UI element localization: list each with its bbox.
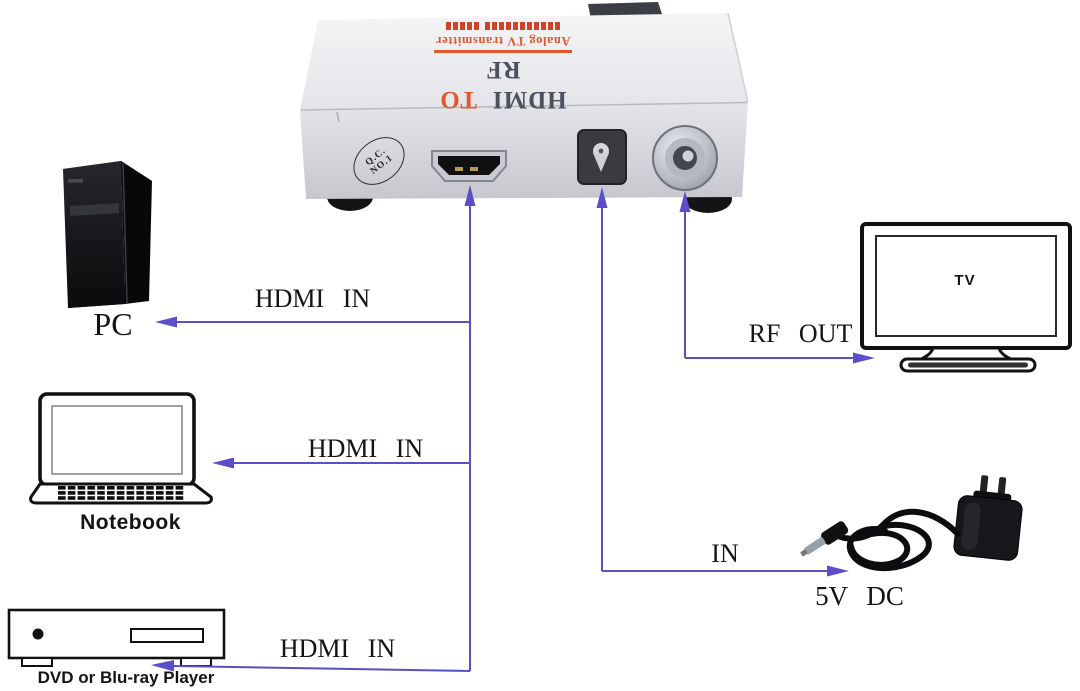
pc-label: PC [93, 306, 133, 342]
dvd-player-label: DVD or Blu-ray Player [37, 668, 215, 687]
connection-label-hdmi-in-notebook: HDMI IN [307, 434, 424, 463]
connection-label-hdmi-in-pc: HDMI IN [254, 284, 371, 313]
notebook-label: Notebook [80, 511, 181, 534]
chinese-print-line-illegible [446, 22, 560, 30]
adapter-cable [833, 508, 961, 572]
arrow-hdmi-to-dvd [151, 660, 471, 672]
connection-label-rf-out: RF OUT [748, 319, 853, 348]
dc-barrel-plug [800, 521, 849, 557]
notebook-illustration [29, 392, 213, 505]
rf-connector [652, 125, 718, 191]
box-subtitle: Analog TV transmitter [435, 34, 571, 48]
orange-rule [434, 50, 572, 53]
box-brand-title: HDMI TO RF [432, 54, 574, 114]
power-adapter-label: 5V DC [815, 581, 904, 611]
box-printed-label: HDMI TO RF Analog TV transmitter [432, 22, 574, 114]
dc-power-jack [577, 129, 627, 185]
brand-to: TO [439, 86, 478, 113]
tv-illustration [860, 222, 1072, 373]
chinese-text-segment [446, 22, 480, 30]
arrow-hdmi-to-notebook [212, 457, 470, 469]
converter-box-illustration [300, 2, 749, 213]
power-adapter-illustration [800, 475, 1023, 572]
brand-rf: RF [485, 56, 521, 83]
chinese-text-segment [485, 22, 560, 30]
dvd-player-illustration [7, 608, 226, 667]
arrow-hdmi-to-pc [155, 316, 470, 328]
hdmi-port [431, 150, 507, 182]
arrow-hdmi-trunk [464, 185, 476, 671]
box-top-face [300, 13, 748, 110]
connection-arrows [151, 185, 875, 672]
connection-label-dc-in: IN [711, 539, 739, 568]
pc-tower-illustration [63, 161, 152, 308]
tv-label: TV [954, 272, 976, 289]
arrow-rf-to-tv [679, 191, 875, 364]
connection-label-hdmi-in-dvd: HDMI IN [279, 634, 396, 663]
box-front-face [300, 102, 748, 199]
arrow-dc-to-adapter [596, 187, 849, 577]
brand-hdmi: HDMI [491, 86, 567, 113]
